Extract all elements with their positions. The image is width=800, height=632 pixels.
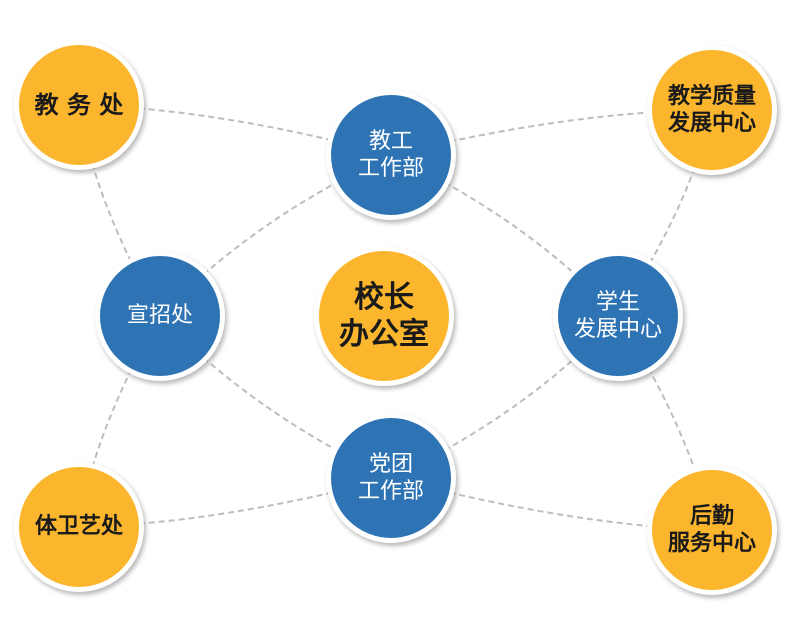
node-pe-health-arts-label: 体卫艺处 xyxy=(34,514,123,540)
node-staff-union-label: 教工 工作部 xyxy=(357,128,424,182)
node-principal-office: 校长 办公室 xyxy=(314,246,454,386)
connection-party-league-logistics xyxy=(390,477,713,531)
node-student-development: 学生 发展中心 xyxy=(553,251,683,381)
node-teaching-quality-label: 教学质量 发展中心 xyxy=(667,83,756,137)
node-student-development-label: 学生 发展中心 xyxy=(573,289,662,343)
node-teaching-quality: 教学质量 发展中心 xyxy=(647,45,777,175)
node-party-league-label: 党团 工作部 xyxy=(357,451,424,505)
node-teaching-affairs-label: 教 务 处 xyxy=(34,91,124,119)
node-publicity-admissions: 宣招处 xyxy=(95,251,225,381)
node-pe-health-arts: 体卫艺处 xyxy=(14,462,144,592)
node-principal-office-label: 校长 办公室 xyxy=(339,279,429,353)
connection-party-league-student-dev xyxy=(390,315,619,479)
node-party-league: 党团 工作部 xyxy=(326,413,456,543)
node-staff-union: 教工 工作部 xyxy=(326,90,456,220)
node-logistics: 后勤 服务中心 xyxy=(647,465,777,595)
node-logistics-label: 后勤 服务中心 xyxy=(667,503,756,557)
node-publicity-admissions-label: 宣招处 xyxy=(126,303,193,329)
node-teaching-affairs: 教 务 处 xyxy=(14,40,144,170)
connection-staff-union-teaching-quality xyxy=(390,109,713,156)
